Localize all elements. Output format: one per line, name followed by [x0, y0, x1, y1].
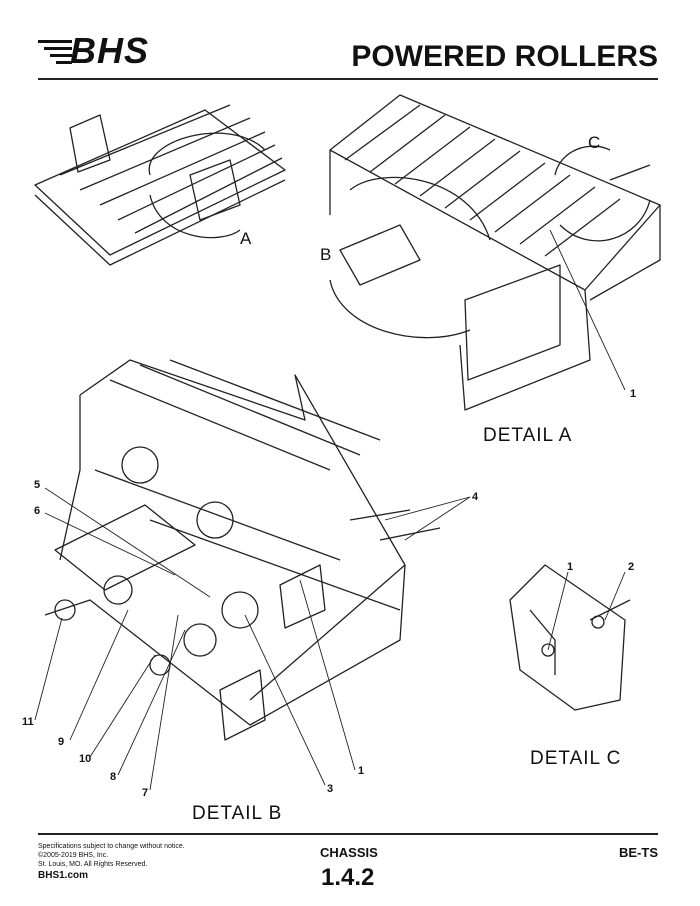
brand-logo-text: BHS: [70, 30, 150, 71]
detail-a-label: DETAIL A: [483, 425, 573, 446]
callout-1-detail-b: 1: [358, 765, 364, 777]
view-letter-c: C: [588, 133, 600, 152]
detail-b-label: DETAIL B: [192, 803, 283, 824]
overview-frame-sketch: [34, 104, 286, 266]
callout-2: 2: [628, 561, 634, 573]
page-title: POWERED ROLLERS: [351, 40, 658, 73]
copyright-text: ©2005-2019 BHS, Inc.: [38, 852, 109, 859]
header-divider: [38, 78, 658, 80]
detail-a-chassis-sketch: [329, 94, 661, 411]
callout-5: 5: [34, 479, 40, 491]
footer-legal: Specifications subject to change without…: [38, 842, 185, 881]
website-text: BHS1.com: [38, 870, 89, 881]
callout-3: 3: [327, 783, 333, 795]
view-letter-a: A: [240, 229, 252, 248]
callout-9: 9: [58, 736, 64, 748]
footer-divider: [38, 833, 658, 835]
section-number: 1.4.2: [321, 864, 375, 891]
callout-8: 8: [110, 771, 116, 783]
callout-4: 4: [472, 491, 479, 503]
model-code: BE-TS: [619, 845, 658, 860]
detail-c-sketch: [509, 564, 631, 711]
callout-1-detail-a: 1: [630, 388, 636, 400]
bhs-logo-mark: [38, 40, 72, 64]
address-text: St. Louis, MO. All Rights Reserved.: [38, 861, 148, 868]
view-letter-b: B: [320, 245, 331, 264]
callout-7: 7: [142, 787, 148, 799]
detail-c-label: DETAIL C: [530, 748, 622, 769]
callout-1-detail-c: 1: [567, 561, 573, 573]
callout-leaders: [34, 229, 626, 791]
callout-10: 10: [79, 753, 91, 765]
callout-6: 6: [34, 505, 40, 517]
callout-11: 11: [22, 716, 34, 728]
detail-b-chassis-sketch: [44, 359, 441, 741]
section-name: CHASSIS: [320, 845, 378, 860]
disclaimer-text: Specifications subject to change without…: [38, 843, 185, 850]
